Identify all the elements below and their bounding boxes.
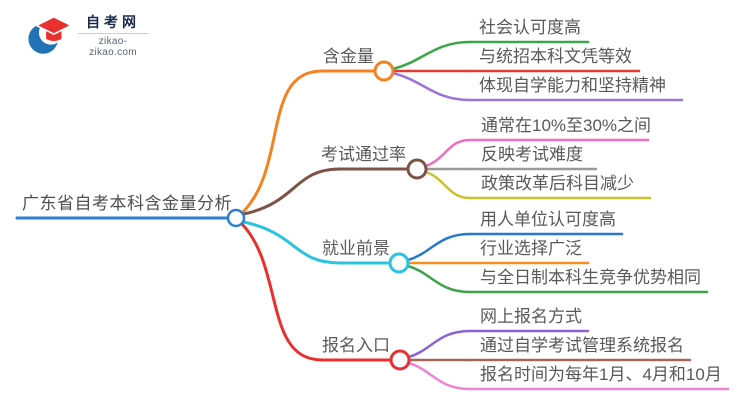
child-node-label[interactable]: 社会认可度高 (479, 18, 581, 37)
child-node-label[interactable]: 政策改革后科目减少 (481, 174, 634, 193)
root-node-circle[interactable] (226, 208, 246, 228)
child-node-label[interactable]: 行业选择广泛 (480, 239, 582, 258)
branch-connector (240, 222, 393, 362)
branch-label-baoming[interactable]: 报名入口 (322, 336, 390, 355)
branch-label-hanjinliang[interactable]: 含金量 (323, 47, 374, 66)
logo-divider (78, 33, 148, 34)
child-node-label[interactable]: 与统招本科文凭等效 (479, 47, 632, 66)
child-connector (391, 71, 472, 102)
child-node-label[interactable]: 通过自学考试管理系统报名 (480, 336, 684, 355)
branch-connector (241, 69, 377, 214)
child-connector (391, 40, 472, 71)
site-domain: zikao-zikao.com (89, 36, 137, 58)
child-connector (424, 138, 472, 168)
site-logo[interactable]: 自考网 zikao-zikao.com (26, 12, 148, 60)
child-node-label[interactable]: 体现自学能力和坚持精神 (479, 76, 666, 95)
logo-cap-icon (28, 15, 72, 54)
branch-node-circle[interactable] (388, 252, 410, 274)
child-node-label[interactable]: 网上报名方式 (480, 307, 582, 326)
child-node-label[interactable]: 通常在10%至30%之间 (481, 116, 652, 135)
child-node-label[interactable]: 反映考试难度 (481, 145, 583, 164)
branch-label-jiuye[interactable]: 就业前景 (322, 239, 390, 258)
branch-node-circle[interactable] (373, 60, 395, 82)
child-node-label[interactable]: 与全日制本科生竞争优势相同 (480, 268, 701, 287)
child-node-label[interactable]: 报名时间为每年1月、4月和10月 (480, 365, 722, 384)
branch-connector (242, 167, 410, 216)
branch-node-circle[interactable] (406, 158, 428, 180)
branch-node-circle[interactable] (389, 349, 411, 371)
branch-connector (242, 220, 392, 265)
site-name: 自考网 (86, 14, 140, 30)
child-connector (407, 361, 472, 391)
child-connector (407, 329, 472, 359)
child-connector (424, 170, 472, 200)
child-node-label[interactable]: 用人单位认可度高 (480, 210, 616, 229)
root-node-label[interactable]: 广东省自考本科含金量分析 (22, 194, 232, 213)
child-connector (406, 264, 472, 294)
child-connector (406, 232, 472, 262)
branch-label-tongguolv[interactable]: 考试通过率 (321, 145, 406, 164)
